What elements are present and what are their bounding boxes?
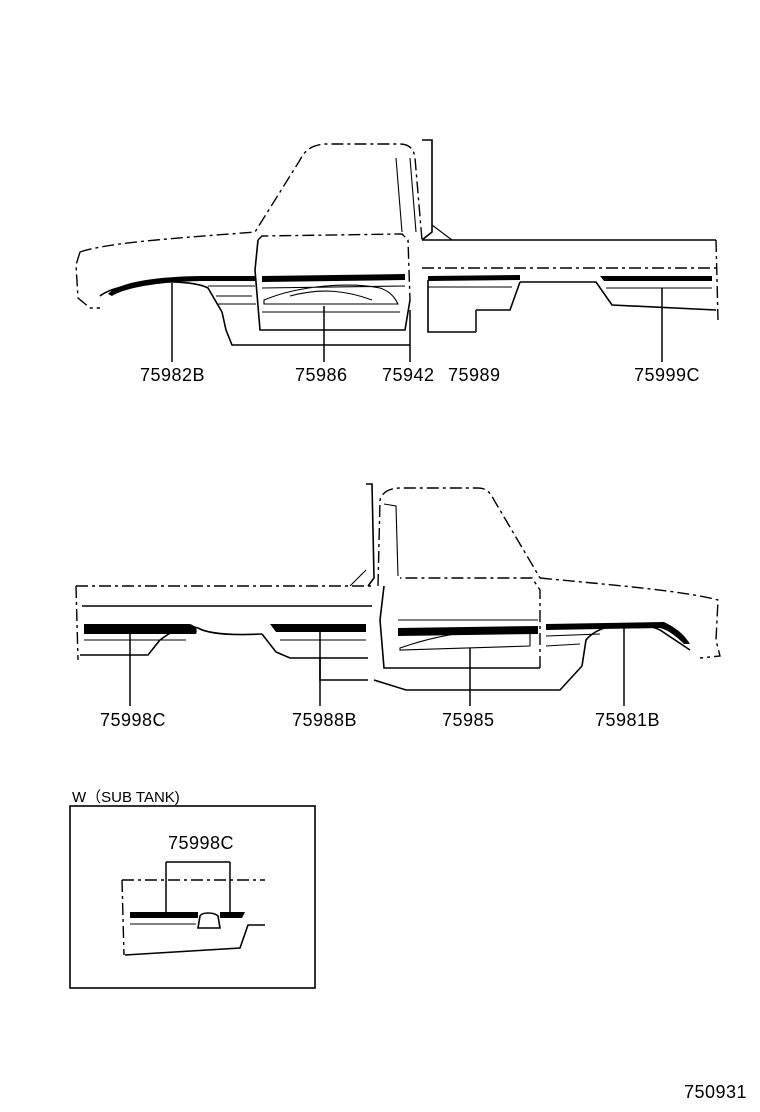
detail-drawing: [121, 861, 265, 956]
upper-label-75999C: 75999C: [634, 365, 700, 385]
upper-truck-drawing: [75, 139, 719, 362]
lower-truck-drawing: [75, 483, 721, 706]
detail-title: W（SUB TANK): [72, 789, 180, 806]
upper-label-75942: 75942: [382, 365, 435, 385]
lower-label-75988B: 75988B: [292, 710, 357, 730]
upper-label-75986: 75986: [295, 365, 348, 385]
lower-label-75981B: 75981B: [595, 710, 660, 730]
figure-number: 750931: [684, 1082, 747, 1102]
upper-label-75982B: 75982B: [140, 365, 205, 385]
detail-box: [69, 805, 316, 989]
lower-label-75985: 75985: [442, 710, 495, 730]
upper-label-75989: 75989: [448, 365, 501, 385]
detail-label-75998C: 75998C: [168, 833, 234, 853]
lower-label-75998C: 75998C: [100, 710, 166, 730]
